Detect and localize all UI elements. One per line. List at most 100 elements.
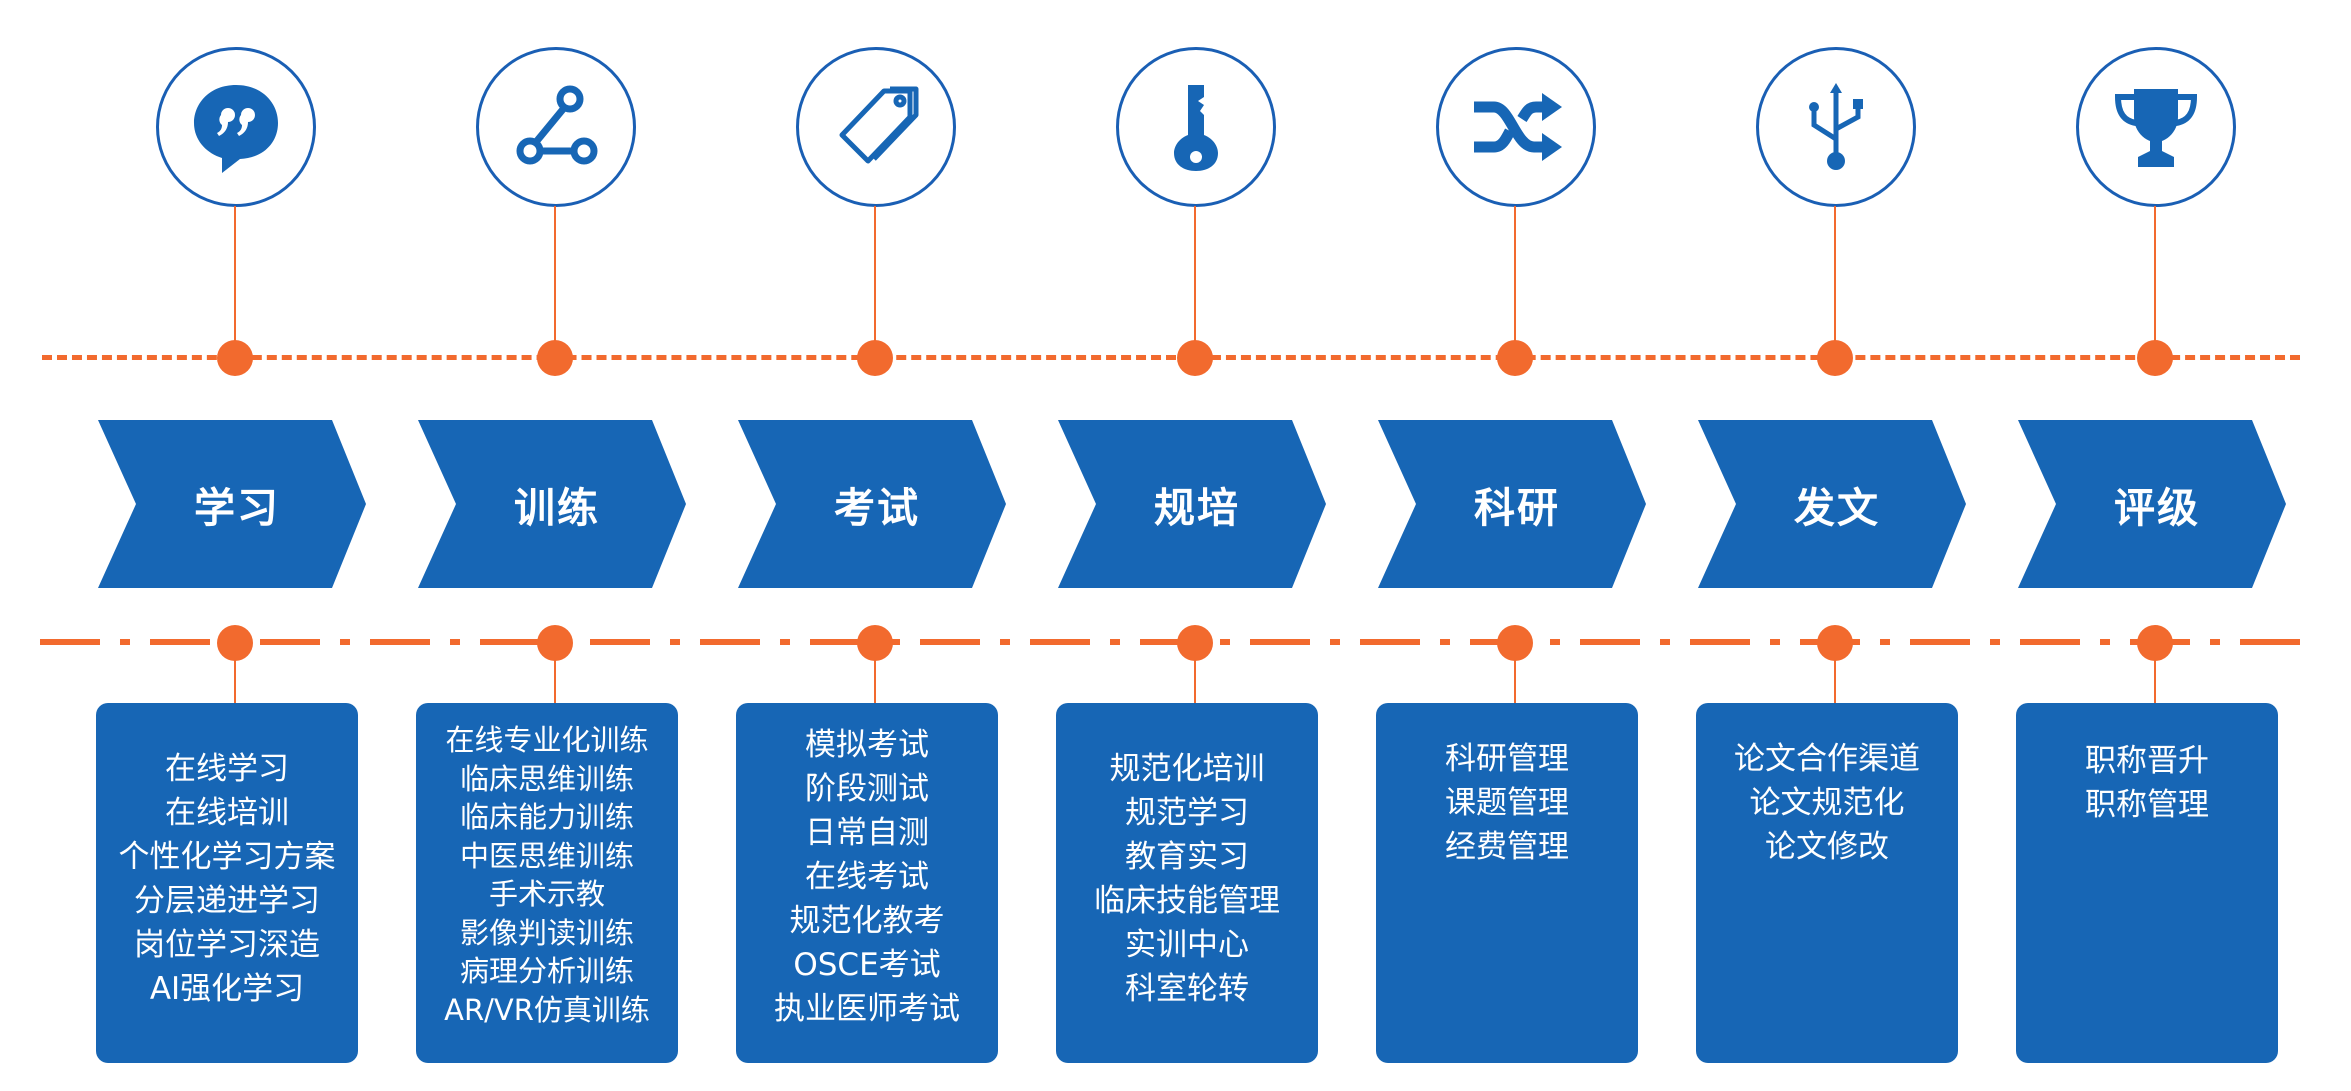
card-item: 执业医师考试 bbox=[774, 991, 960, 1027]
stage-chevron bbox=[1058, 420, 1326, 588]
top-dashed-line bbox=[42, 355, 2300, 360]
card-item: AR/VR仿真训练 bbox=[444, 992, 650, 1027]
stage-icon-circle bbox=[1116, 47, 1276, 207]
timeline-dot-bottom bbox=[1177, 625, 1213, 661]
timeline-dot-bottom bbox=[537, 625, 573, 661]
card-item: 经费管理 bbox=[1445, 829, 1569, 865]
stage-detail-card: 在线学习 在线培训 个性化学习方案 分层递进学习 岗位学习深造 AI强化学习 bbox=[96, 703, 358, 1063]
card-item: 岗位学习深造 bbox=[134, 927, 320, 963]
stage-icon-circle bbox=[1436, 47, 1596, 207]
stage-detail-card: 在线专业化训练 临床思维训练 临床能力训练 中医思维训练 手术示教 影像判读训练… bbox=[416, 703, 678, 1063]
card-item: OSCE考试 bbox=[793, 947, 941, 983]
connector-top bbox=[1194, 206, 1196, 356]
timeline-dot-bottom bbox=[1817, 625, 1853, 661]
stage-detail-card: 模拟考试 阶段测试 日常自测 在线考试 规范化教考 OSCE考试 执业医师考试 bbox=[736, 703, 998, 1063]
key-icon bbox=[1174, 85, 1218, 171]
connector-bottom bbox=[554, 660, 556, 704]
stage-title: 考试 bbox=[834, 484, 920, 532]
shuffle-icon bbox=[1474, 93, 1562, 161]
card-item: 教育实习 bbox=[1125, 839, 1249, 875]
stage-title: 评级 bbox=[2114, 484, 2200, 532]
stage-column-7: 评级 职称晋升 职称管理 bbox=[2016, 0, 2296, 1091]
card-item: 规范学习 bbox=[1125, 795, 1249, 831]
timeline-dot-bottom bbox=[857, 625, 893, 661]
card-item: 影像判读训练 bbox=[459, 915, 634, 950]
card-item: 日常自测 bbox=[805, 815, 929, 851]
card-item: 科室轮转 bbox=[1125, 971, 1249, 1007]
card-item: 规范化教考 bbox=[789, 903, 945, 939]
timeline-dot-top bbox=[1817, 340, 1853, 376]
stage-icon-circle bbox=[2076, 47, 2236, 207]
stage-title: 科研 bbox=[1474, 484, 1560, 532]
stage-column-4: 规培 规范化培训 规范学习 教育实习 临床技能管理 实训中心 科室轮转 bbox=[1056, 0, 1336, 1091]
timeline-dot-top bbox=[2137, 340, 2173, 376]
connector-bottom bbox=[1834, 660, 1836, 704]
card-item: 个性化学习方案 bbox=[118, 839, 336, 875]
usb-icon bbox=[1809, 83, 1863, 170]
card-item: 论文合作渠道 bbox=[1734, 741, 1920, 777]
card-item: 病理分析训练 bbox=[459, 954, 634, 988]
stage-column-5: 科研 科研管理 课题管理 经费管理 bbox=[1376, 0, 1656, 1091]
connector-top bbox=[234, 206, 236, 356]
timeline-dot-top bbox=[1177, 340, 1213, 376]
timeline-dot-bottom bbox=[2137, 625, 2173, 661]
stage-chevron bbox=[1698, 420, 1966, 588]
card-item: 职称管理 bbox=[2085, 787, 2209, 823]
card-item: 职称晋升 bbox=[2085, 743, 2209, 779]
connector-bottom bbox=[2154, 660, 2156, 704]
card-item: 中医思维训练 bbox=[459, 838, 634, 873]
card-item: 在线专业化训练 bbox=[445, 723, 649, 757]
connector-top bbox=[874, 206, 876, 356]
trophy-icon bbox=[2114, 89, 2198, 167]
stage-column-2: 训练 在线专业化训练 临床思维训练 临床能力训练 中医思维训练 手术示教 影像判… bbox=[416, 0, 696, 1091]
card-item: 在线培训 bbox=[165, 795, 289, 831]
stage-icon-circle bbox=[156, 47, 316, 207]
connector-bottom bbox=[1194, 660, 1196, 704]
connector-top bbox=[2154, 206, 2156, 356]
stage-icon-circle bbox=[476, 47, 636, 207]
card-item: 在线学习 bbox=[165, 751, 289, 787]
share-nodes-icon bbox=[516, 85, 598, 165]
card-item: 临床思维训练 bbox=[459, 761, 634, 796]
card-item: 分层递进学习 bbox=[134, 883, 320, 919]
card-item: 课题管理 bbox=[1445, 785, 1569, 821]
stage-detail-card: 论文合作渠道 论文规范化 论文修改 bbox=[1696, 703, 1958, 1063]
timeline-dot-top bbox=[217, 340, 253, 376]
card-item: 模拟考试 bbox=[805, 727, 929, 763]
stage-title: 规培 bbox=[1154, 484, 1240, 532]
card-item: 临床技能管理 bbox=[1094, 883, 1280, 919]
stage-icon-circle bbox=[1756, 47, 1916, 207]
card-item: 在线考试 bbox=[805, 859, 929, 895]
tags-icon bbox=[839, 86, 919, 164]
stage-chevron bbox=[98, 420, 366, 588]
stage-chevron bbox=[738, 420, 1006, 588]
card-item: 论文修改 bbox=[1765, 829, 1889, 865]
stage-column-6: 发文 论文合作渠道 论文规范化 论文修改 bbox=[1696, 0, 1976, 1091]
card-item: 论文规范化 bbox=[1749, 785, 1905, 821]
stage-detail-card: 科研管理 课题管理 经费管理 bbox=[1376, 703, 1638, 1063]
stage-detail-card: 职称晋升 职称管理 bbox=[2016, 703, 2278, 1063]
stage-title: 训练 bbox=[514, 484, 600, 532]
stage-chevron bbox=[2018, 420, 2286, 588]
card-item: 科研管理 bbox=[1445, 741, 1569, 777]
connector-bottom bbox=[234, 660, 236, 704]
card-item: 实训中心 bbox=[1125, 927, 1249, 963]
stage-title: 学习 bbox=[194, 484, 280, 532]
card-item: 手术示教 bbox=[488, 877, 605, 911]
connector-bottom bbox=[874, 660, 876, 704]
connector-top bbox=[1834, 206, 1836, 356]
timeline-dot-top bbox=[1497, 340, 1533, 376]
connector-bottom bbox=[1514, 660, 1516, 704]
card-item: 规范化培训 bbox=[1109, 751, 1265, 787]
stage-detail-card: 规范化培训 规范学习 教育实习 临床技能管理 实训中心 科室轮转 bbox=[1056, 703, 1318, 1063]
connector-top bbox=[554, 206, 556, 356]
timeline-dot-top bbox=[537, 340, 573, 376]
timeline-dot-bottom bbox=[1497, 625, 1533, 661]
stage-column-1: 学习 在线学习 在线培训 个性化学习方案 分层递进学习 岗位学习深造 AI强化学… bbox=[96, 0, 376, 1091]
timeline-dot-bottom bbox=[217, 625, 253, 661]
connector-top bbox=[1514, 206, 1516, 356]
stage-chevron bbox=[418, 420, 686, 588]
stage-icon-circle bbox=[796, 47, 956, 207]
card-item: 临床能力训练 bbox=[459, 800, 634, 834]
